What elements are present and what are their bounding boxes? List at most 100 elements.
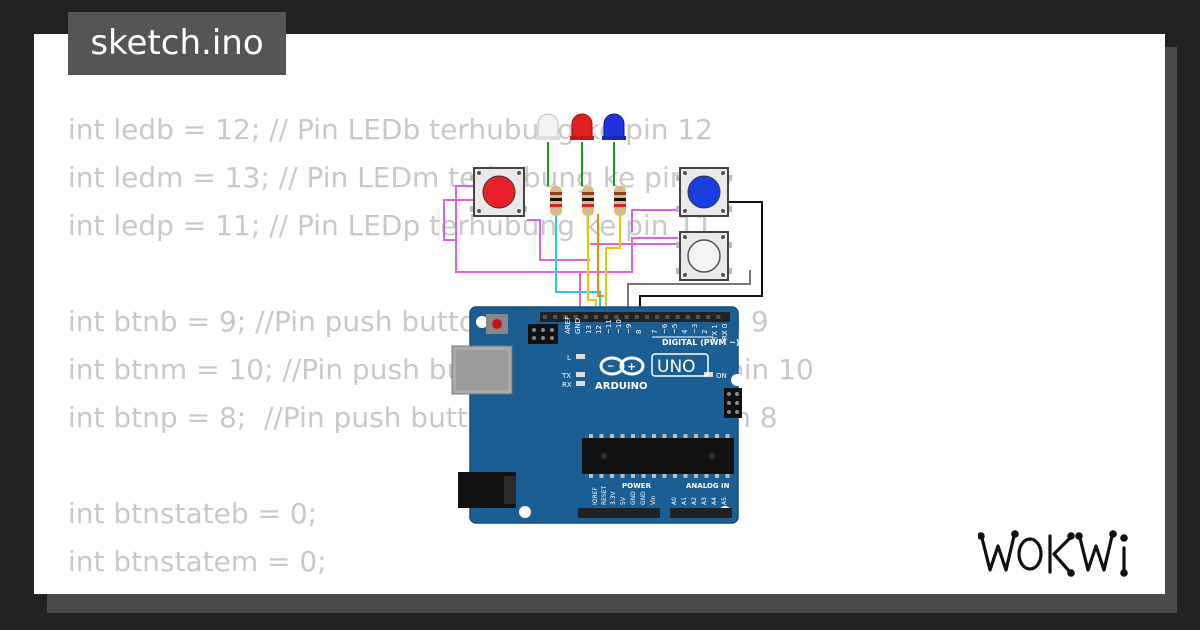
wire-gray xyxy=(627,270,751,318)
pin-label: ~5 xyxy=(671,324,679,334)
header-pin xyxy=(624,315,629,319)
chip-pin xyxy=(725,474,730,478)
header-pin xyxy=(706,315,711,319)
svg-text:−: − xyxy=(607,362,615,372)
chip-pin xyxy=(652,434,656,438)
wire-pink xyxy=(455,185,581,318)
code-line: int btnstatep = 0; xyxy=(68,586,814,594)
chip-pin xyxy=(599,434,604,438)
chip-pin xyxy=(715,474,719,478)
pushbutton-blue[interactable] xyxy=(676,167,732,217)
chip-pin xyxy=(620,434,625,438)
wire-yellow xyxy=(587,212,597,318)
header-pin xyxy=(583,315,588,319)
chip-pin xyxy=(673,474,677,478)
pin-label: TX 1 xyxy=(711,324,719,341)
digital-label: DIGITAL (PWM ~) xyxy=(662,338,740,347)
svg-text:+: + xyxy=(627,360,636,373)
pin-label: A4 xyxy=(711,497,718,505)
pin-label: ~11 xyxy=(605,319,613,334)
chip-pin xyxy=(673,434,677,438)
header-pin xyxy=(685,315,690,319)
wire-pink xyxy=(443,199,476,241)
header-pin xyxy=(665,315,670,319)
gnd-label: GND xyxy=(574,318,582,334)
header-pin xyxy=(716,315,721,319)
chip-pin xyxy=(715,434,719,438)
header-pin xyxy=(594,315,598,319)
chip-pin xyxy=(662,434,667,438)
file-tab[interactable]: sketch.ino xyxy=(68,12,286,75)
pin-label: IOREF xyxy=(592,487,599,505)
chip-pin xyxy=(683,434,688,438)
pin-label: A3 xyxy=(701,497,708,505)
l-label: L xyxy=(567,354,571,362)
pin-label: A5 xyxy=(721,497,728,505)
chip-pin xyxy=(610,474,614,478)
led-blue[interactable] xyxy=(602,113,626,140)
pushbutton-red[interactable] xyxy=(470,167,527,217)
led-white[interactable] xyxy=(536,113,560,140)
power-label: POWER xyxy=(622,482,652,490)
header-pin xyxy=(553,315,558,319)
pin-label: RX 0 xyxy=(721,324,729,340)
model-label: UNO xyxy=(657,357,696,377)
wire-orange xyxy=(597,214,604,297)
chip-pin xyxy=(694,434,698,438)
pin-label: A1 xyxy=(681,497,688,505)
code-line: int ledb = 12; // Pin LEDb terhubung ke … xyxy=(68,113,713,146)
wire-cyan xyxy=(555,210,601,318)
chip-pin xyxy=(631,474,635,478)
chip-pin xyxy=(683,474,688,478)
pin-label: 2 xyxy=(701,330,709,334)
pin-label: A2 xyxy=(691,497,698,505)
rx-label: RX xyxy=(562,381,572,389)
pin-label: ~3 xyxy=(691,324,699,334)
resistor[interactable] xyxy=(550,186,562,216)
analog-header[interactable] xyxy=(670,508,732,518)
wokwi-logo[interactable] xyxy=(978,530,1150,578)
chip-pin xyxy=(589,434,593,438)
chip-pin xyxy=(694,474,698,478)
chip-pin xyxy=(620,474,625,478)
header-pin xyxy=(655,315,660,319)
chip-pin xyxy=(704,434,709,438)
header-pin xyxy=(675,315,680,319)
pin-label: 5V xyxy=(620,496,627,505)
header-pin xyxy=(573,315,578,319)
wire-black xyxy=(639,201,763,318)
pin-label: ~9 xyxy=(625,324,633,334)
pin-label: GND xyxy=(640,491,647,505)
pushbutton-white[interactable] xyxy=(676,231,732,281)
chip-pin xyxy=(725,434,730,438)
resistor[interactable] xyxy=(582,186,594,216)
brand-label: ARDUINO xyxy=(595,381,647,392)
header-pin xyxy=(645,315,649,319)
header-pin xyxy=(543,315,547,319)
tx-label: TX xyxy=(561,372,571,380)
wire-pink xyxy=(631,209,678,232)
header-pin xyxy=(604,315,609,319)
chip-pin xyxy=(599,474,604,478)
pin-label: Vin xyxy=(650,495,657,505)
chip-pin xyxy=(641,474,646,478)
uno-badge xyxy=(651,353,709,377)
led-red[interactable] xyxy=(570,113,594,140)
arduino-uno-board[interactable]: AREF GND 13 12 ~11 ~10 ~9 8 7 ~6 ~5 4 ~3… xyxy=(451,306,743,524)
pin-label: ~10 xyxy=(615,319,623,334)
l-led xyxy=(576,354,585,359)
pin-label: 8 xyxy=(635,330,643,334)
on-label: ON xyxy=(716,372,727,380)
code-line: int btnstatem = 0; xyxy=(68,545,327,578)
pin-label: ~6 xyxy=(661,323,669,334)
chip-pin xyxy=(641,434,646,438)
chip-pin xyxy=(610,434,614,438)
chip-pin xyxy=(589,474,593,478)
atmega-chip xyxy=(582,438,734,474)
power-header[interactable] xyxy=(578,508,660,518)
resistor[interactable] xyxy=(614,186,626,216)
pin-label: 4 xyxy=(681,329,689,334)
chip-pin xyxy=(652,474,656,478)
pin-label: 7 xyxy=(651,330,659,334)
